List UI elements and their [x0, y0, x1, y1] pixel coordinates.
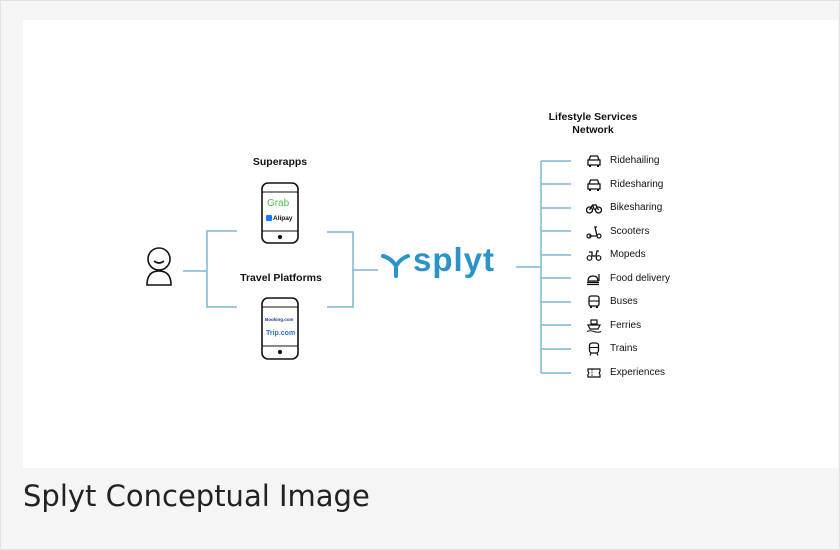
- superapps-phone: [261, 182, 299, 244]
- network-title: Lifestyle Services Network: [528, 111, 658, 137]
- food-delivery-icon: [586, 272, 602, 286]
- service-label: Ferries: [610, 319, 642, 331]
- service-label: Scooters: [610, 225, 650, 237]
- ticket-icon: [586, 366, 602, 380]
- travel-platforms-label: Travel Platforms: [240, 272, 322, 284]
- train-icon: [586, 342, 602, 356]
- ferry-icon: [586, 318, 602, 333]
- conceptual-diagram: Lifestyle Services Network Superapps Tra…: [23, 20, 838, 468]
- connector-lines: [183, 160, 571, 374]
- superapps-label: Superapps: [252, 156, 308, 168]
- service-label: Trains: [610, 343, 638, 354]
- bicycle-icon: [586, 201, 602, 215]
- alipay-logo: Alipay: [266, 215, 293, 222]
- alipay-label: Alipay: [273, 215, 293, 222]
- car-icon: [586, 154, 602, 168]
- user-icon: [146, 247, 172, 286]
- service-label: Buses: [610, 296, 638, 307]
- grab-logo: Grab: [267, 198, 290, 209]
- service-label: Ridehailing: [610, 155, 660, 166]
- figure-caption: Splyt Conceptual Image: [23, 479, 370, 513]
- diagram-lines: [146, 160, 571, 374]
- trip-logo: Trip.com: [266, 330, 296, 337]
- service-label: Food delivery: [610, 272, 671, 284]
- service-label: Experiences: [610, 366, 666, 378]
- travel-phone: [261, 297, 299, 360]
- network-title-line1: Lifestyle Services: [548, 111, 638, 123]
- moped-icon: [586, 248, 602, 262]
- service-label: Ridesharing: [610, 178, 664, 190]
- bus-icon: [586, 295, 602, 309]
- network-title-line2: Network: [572, 124, 614, 136]
- splyt-wordmark: splyt: [413, 241, 496, 278]
- service-label: Bikesharing: [610, 202, 663, 213]
- car-icon: [586, 178, 602, 192]
- scooter-icon: [586, 225, 602, 239]
- booking-logo: Booking.com: [265, 317, 294, 322]
- service-label: Mopeds: [610, 249, 646, 260]
- splyt-logo-mark: [381, 254, 410, 278]
- alipay-icon: [266, 215, 272, 222]
